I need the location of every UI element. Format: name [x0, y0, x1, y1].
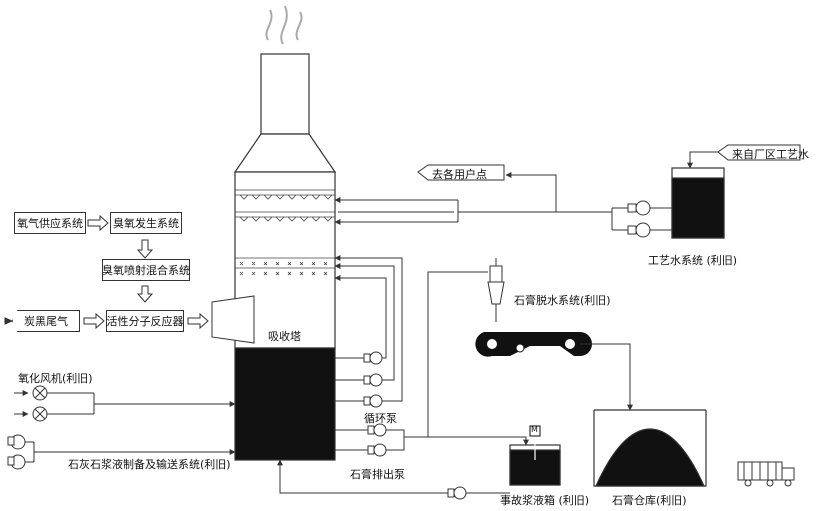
oxidation-fan-label: 氧化风机(利旧) [18, 372, 93, 385]
gypsum-dewatering-label: 石膏脱水系统(利旧) [514, 294, 611, 307]
hydrocyclone [487, 258, 505, 322]
circulation-pump-label: 循环泵 [364, 412, 397, 425]
process-water-pumps [611, 200, 672, 238]
from-plant-water-label: 来自厂区工艺水 [732, 148, 809, 161]
absorption-tower-label: 吸收塔 [268, 330, 301, 343]
belt-filter [475, 332, 592, 357]
emergency-tank-label: 事故浆液箱 (利旧) [500, 494, 590, 507]
oxygen-supply-box: 氧气供应系统 [14, 212, 86, 234]
gypsum-discharge-pumps [367, 423, 387, 457]
to-users-label: 去各用户点 [432, 168, 487, 181]
carbon-black-tail-gas-box: 炭黑尾气 [12, 310, 80, 332]
process-water-lines [334, 172, 612, 225]
tower-spray-layers [235, 189, 335, 276]
circulation-pumps [363, 351, 383, 408]
to-users-arrow [417, 164, 505, 181]
ozone-mixing-box: 臭氧喷射混合系统 [102, 259, 190, 281]
oxidation-fans [14, 385, 236, 422]
filter-to-warehouse-line [580, 343, 633, 411]
tower-slurry-pool [234, 347, 336, 461]
process-water-tank [671, 167, 725, 239]
plant-water-inlet-line [687, 151, 718, 169]
process-water-system-label: 工艺水系统 (利旧) [648, 254, 738, 267]
tank-marker-label: M [531, 425, 538, 434]
absorption-tower [233, 53, 337, 461]
emergency-tank [509, 425, 561, 486]
gypsum-warehouse-label: 石膏仓库(利旧) [612, 494, 687, 507]
left-flow-arrows [4, 214, 209, 330]
ozone-generator-box: 臭氧发生系统 [110, 212, 182, 234]
recirculation-lines [334, 255, 403, 402]
limestone-system-label: 石灰石浆液制备及输送系统(利旧) [68, 458, 231, 471]
gypsum-discharge-pump-label: 石膏排出泵 [350, 468, 405, 481]
emergency-return [277, 459, 510, 494]
flue-inlet-duct [211, 295, 255, 344]
limestone-pumps [7, 434, 236, 470]
gypsum-discharge-lines [335, 271, 529, 451]
gypsum-warehouse [593, 409, 707, 487]
truck-icon [737, 461, 795, 487]
emergency-pump [447, 486, 467, 500]
active-molecule-reactor-box: 活性分子反应器 [106, 310, 184, 332]
plant-water-arrow [717, 144, 801, 161]
smoke-icon [265, 5, 303, 45]
